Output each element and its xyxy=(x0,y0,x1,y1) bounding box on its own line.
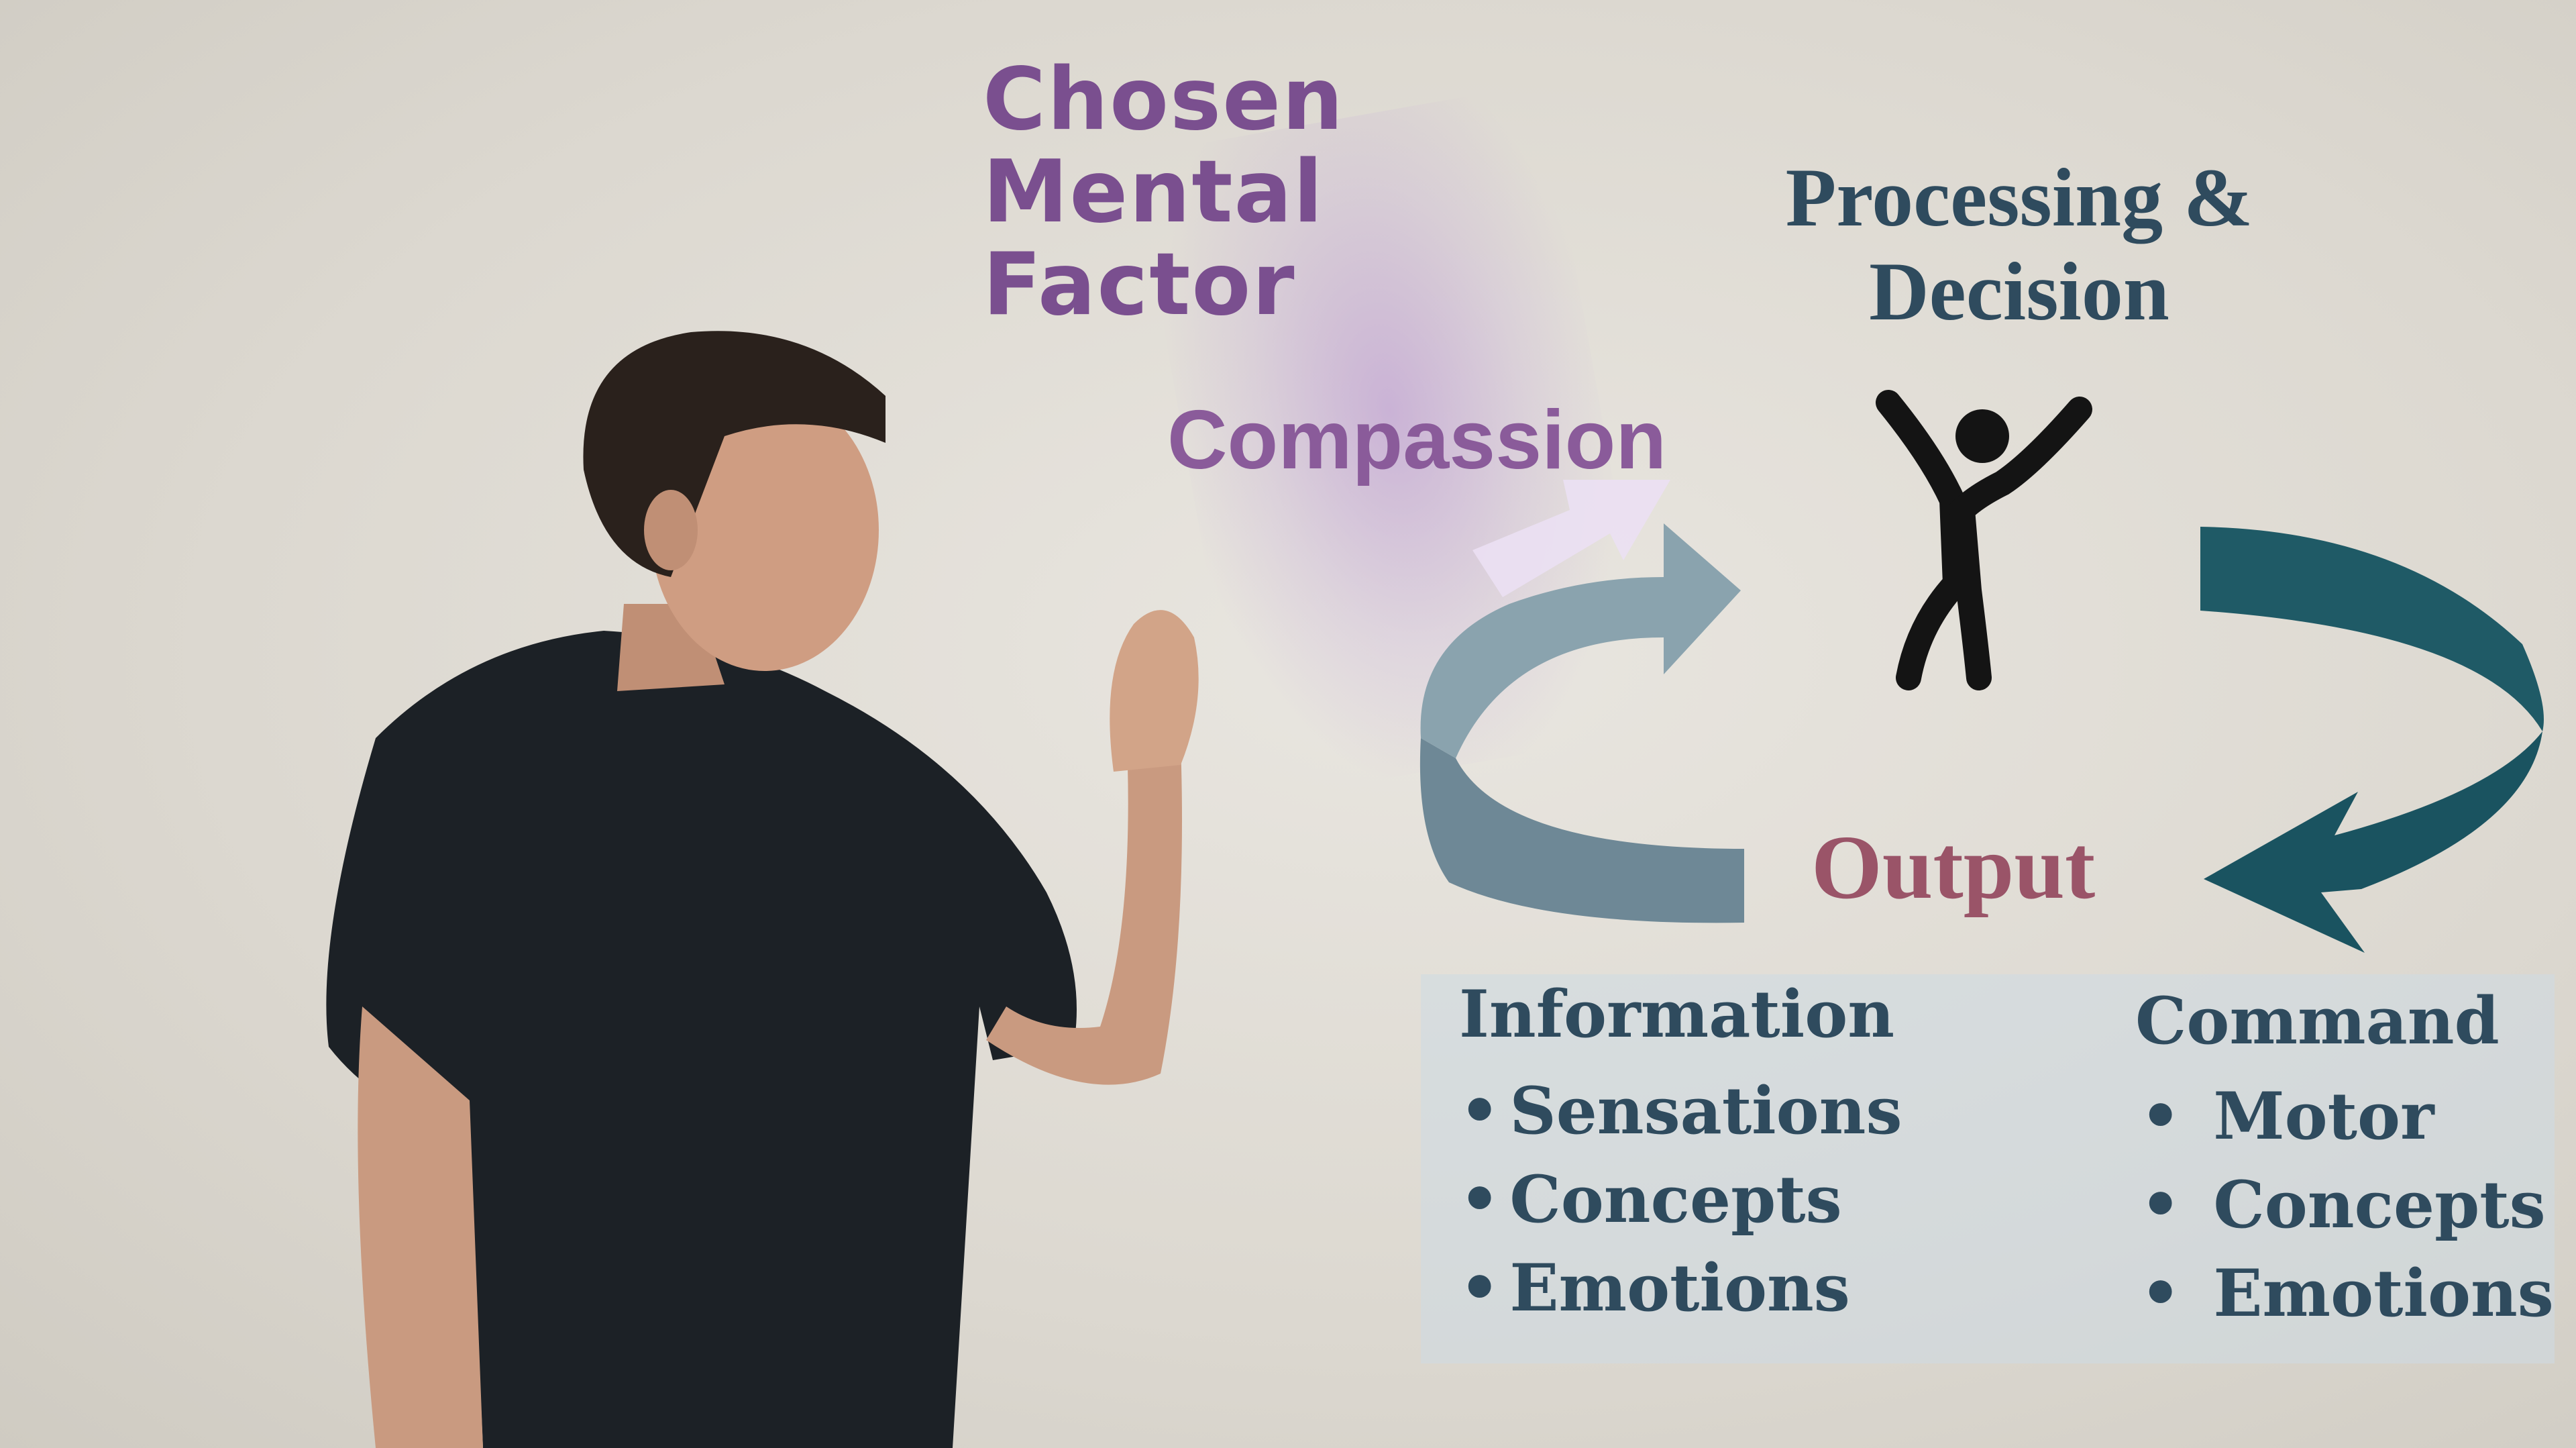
processing-decision-title: Processing & Decision xyxy=(1717,151,2321,339)
list-item: •Emotions xyxy=(2140,1255,2554,1331)
info-panel xyxy=(1421,974,2555,1363)
compassion-label: Compassion xyxy=(1167,394,1667,486)
list-item: •Motor xyxy=(2140,1078,2434,1154)
bullet: • xyxy=(2140,1078,2182,1154)
list-item: •Concepts xyxy=(1459,1161,1842,1237)
person-arms-raised-icon xyxy=(1876,390,2092,690)
list-item: •Sensations xyxy=(1459,1073,1902,1149)
list-item: •Emotions xyxy=(1459,1250,1850,1326)
circular-arrow-right-icon xyxy=(2200,527,2544,731)
presenter-figure xyxy=(326,331,1199,1448)
command-heading: Command xyxy=(2135,983,2500,1059)
circular-arrow-left-icon xyxy=(1419,738,1744,923)
bullet: • xyxy=(2140,1255,2182,1331)
command-list: •Motor •Concepts •Emotions xyxy=(2140,1072,2554,1338)
bullet: • xyxy=(1459,1250,1501,1326)
bullet: • xyxy=(1459,1161,1501,1237)
chosen-title-line2: Mental Factor xyxy=(983,142,1324,335)
chosen-title-line1: Chosen xyxy=(983,50,1345,150)
bullet: • xyxy=(1459,1073,1501,1149)
chosen-mental-factor-title: Chosen Mental Factor xyxy=(983,54,1654,331)
list-item: •Concepts xyxy=(2140,1167,2546,1243)
processing-line2: Decision xyxy=(1869,246,2169,338)
bullet: • xyxy=(2140,1167,2182,1243)
information-heading: Information xyxy=(1459,976,1895,1052)
output-label: Output xyxy=(1811,817,2096,918)
light-arrow-icon xyxy=(1472,480,1670,597)
information-list: •Sensations •Concepts •Emotions xyxy=(1459,1067,1902,1333)
processing-line1: Processing & xyxy=(1785,152,2253,244)
